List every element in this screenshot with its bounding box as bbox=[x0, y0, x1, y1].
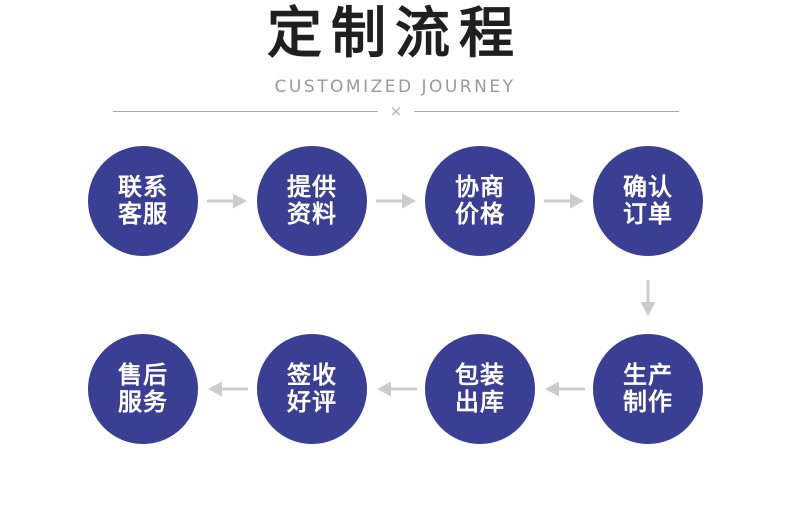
step-after-sales: 售后 服务 bbox=[88, 334, 198, 444]
arrow-right-icon bbox=[207, 192, 248, 210]
step-label-line1: 提供 bbox=[287, 173, 337, 201]
arrow-left-icon bbox=[544, 380, 585, 398]
step-production: 生产 制作 bbox=[593, 334, 703, 444]
step-label-line2: 出库 bbox=[455, 388, 505, 416]
step-label-line1: 售后 bbox=[118, 361, 168, 389]
step-confirm-order: 确认 订单 bbox=[593, 146, 703, 256]
step-label-line2: 好评 bbox=[287, 388, 337, 416]
step-label-line1: 确认 bbox=[623, 173, 673, 201]
page-title: 定制流程 bbox=[266, 1, 523, 65]
arrow-down-icon bbox=[639, 280, 657, 317]
step-label-line1: 包装 bbox=[455, 361, 505, 389]
step-label-line1: 签收 bbox=[287, 361, 337, 389]
divider: × bbox=[113, 101, 680, 120]
divider-line-left bbox=[113, 110, 378, 112]
step-pack-ship: 包装 出库 bbox=[425, 334, 535, 444]
step-label-line1: 联系 bbox=[118, 173, 168, 201]
step-contact-service: 联系 客服 bbox=[88, 146, 198, 256]
step-label-line2: 资料 bbox=[287, 200, 337, 228]
arrow-right-icon bbox=[376, 192, 417, 210]
step-label-line2: 价格 bbox=[455, 200, 505, 228]
step-label-line1: 生产 bbox=[623, 361, 673, 389]
step-label-line2: 客服 bbox=[118, 200, 168, 228]
step-sign-review: 签收 好评 bbox=[257, 334, 367, 444]
x-divider-icon: × bbox=[389, 101, 403, 120]
page-subtitle: CUSTOMIZED JOURNEY bbox=[274, 77, 516, 97]
step-negotiate-price: 协商 价格 bbox=[425, 146, 535, 256]
step-label-line1: 协商 bbox=[455, 173, 505, 201]
arrow-left-icon bbox=[376, 380, 417, 398]
step-label-line2: 订单 bbox=[623, 200, 673, 228]
step-provide-materials: 提供 资料 bbox=[257, 146, 367, 256]
arrow-left-icon bbox=[207, 380, 248, 398]
arrow-right-icon bbox=[544, 192, 585, 210]
step-label-line2: 服务 bbox=[118, 388, 168, 416]
step-label-line2: 制作 bbox=[623, 388, 673, 416]
divider-line-right bbox=[414, 110, 680, 112]
